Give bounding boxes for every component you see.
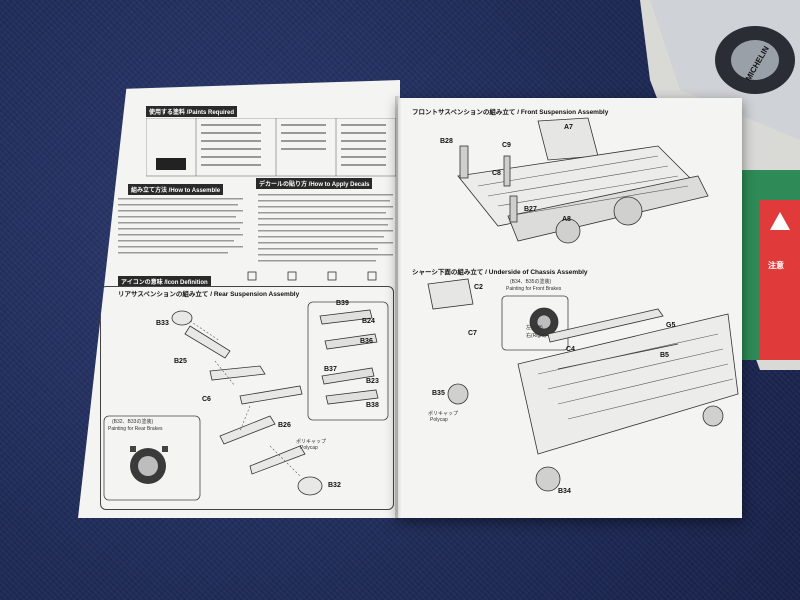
rear-suspension-illustration <box>103 301 389 501</box>
icon-definition-header: アイコンの意味 /Icon Definition <box>118 276 211 287</box>
polycap-label-en: Polycap <box>300 445 318 451</box>
part-b27: B27 <box>524 206 537 213</box>
part-g5: G5 <box>666 322 676 329</box>
part-b5: B5 <box>660 352 669 359</box>
part-c4: C4 <box>566 346 575 353</box>
part-b28: B28 <box>440 138 453 145</box>
front-brake-paint-note: (B34、B35の塗装) <box>510 279 552 285</box>
part-c6: C6 <box>202 396 211 403</box>
right-side-label: 右(Right) <box>526 333 547 339</box>
polycap-front-en: Polycap <box>430 417 448 423</box>
part-b35: B35 <box>432 390 445 397</box>
part-b39: B39 <box>336 300 349 307</box>
part-c7: C7 <box>468 330 477 337</box>
step2-title: フロントサスペンションの組み立て / Front Suspension Asse… <box>412 109 609 116</box>
icon-definition-row <box>247 271 377 281</box>
part-b24: B24 <box>362 318 375 325</box>
part-c9: C9 <box>502 142 511 149</box>
rear-brake-paint-note: (B32、B33の塗装) <box>112 419 154 425</box>
instruction-page-right: フロントサスペンションの組み立て / Front Suspension Asse… <box>398 98 742 518</box>
part-b37: B37 <box>324 366 337 373</box>
part-b23: B23 <box>366 378 379 385</box>
part-b33: B33 <box>156 320 169 327</box>
step3-title: シャーシ下面の組み立て / Underside of Chassis Assem… <box>412 269 588 276</box>
part-b26: B26 <box>278 422 291 429</box>
part-c2: C2 <box>474 284 483 291</box>
how-to-apply-decals-header: デカールの貼り方 /How to Apply Decals <box>256 178 373 189</box>
part-b38: B38 <box>366 402 379 409</box>
front-suspension-illustration <box>457 117 709 244</box>
left-side-label: 左(Left) <box>526 325 543 331</box>
part-c8: C8 <box>492 170 501 177</box>
part-a8: A8 <box>562 216 571 223</box>
step1-frame <box>100 286 394 510</box>
part-b34: B34 <box>558 488 571 495</box>
step1-title: リアサスペンションの組み立て / Rear Suspension Assembl… <box>118 291 300 298</box>
book-spine <box>395 96 401 520</box>
instruction-text-block <box>118 194 393 262</box>
paints-required-header: 使用する塗料 /Paints Required <box>146 106 238 117</box>
polycap-front-jp: ポリキャップ <box>428 411 459 417</box>
front-brake-paint-caption: Painting for Front Brakes <box>506 286 562 292</box>
box-caution-text: 注意 <box>768 261 784 270</box>
part-b32: B32 <box>328 482 341 489</box>
paints-table <box>146 118 396 177</box>
polycap-label-jp: ポリキャップ <box>296 439 327 445</box>
part-a7: A7 <box>564 124 573 131</box>
part-b25: B25 <box>174 358 187 365</box>
rear-brake-paint-caption: Painting for Rear Brakes <box>108 426 163 432</box>
part-b36: B36 <box>360 338 373 345</box>
how-to-assemble-header: 組み立て方法 /How to Assemble <box>128 184 224 195</box>
chassis-underside-illustration <box>427 278 739 492</box>
instruction-page-left: 使用する塗料 /Paints Required 組み立て方法 /How to A… <box>78 80 400 518</box>
